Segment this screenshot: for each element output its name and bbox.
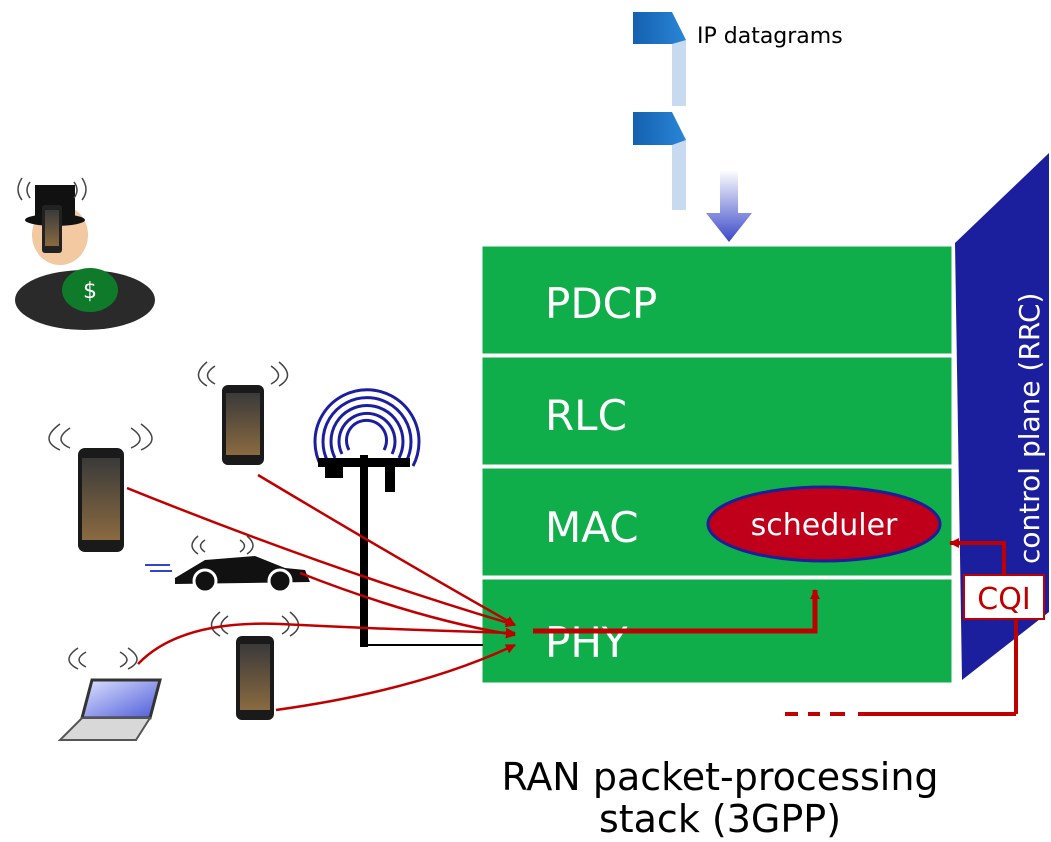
smartphone-icon	[210, 611, 300, 720]
smartphone-icon	[48, 423, 153, 552]
uplink-arrow	[299, 571, 516, 639]
ip-datagrams-label: IP datagrams	[697, 24, 843, 49]
car-icon	[145, 535, 310, 594]
scheduler-ellipse	[706, 485, 942, 563]
scheduler-label: scheduler	[751, 508, 898, 543]
layer-mac-label: MAC	[545, 503, 639, 552]
cqi-box	[963, 574, 1045, 620]
uplink-arrows	[126, 473, 516, 712]
caption-line-2: stack (3GPP)	[599, 797, 841, 841]
layer-phy-label: PHY	[545, 618, 628, 667]
uplink-arrow	[137, 622, 516, 665]
layer-stack: PDCP RLC MAC PHY	[479, 243, 955, 686]
cell-tower-icon	[313, 388, 483, 647]
caption-line-1: RAN packet-processing	[501, 755, 938, 799]
smartphone-icon	[197, 361, 289, 465]
layer-pdcp-label: PDCP	[545, 279, 657, 328]
control-plane-label: control plane (RRC)	[1013, 293, 1046, 564]
datagram-icon	[633, 112, 686, 210]
layer-rlc	[479, 354, 955, 468]
uplink-arrow	[275, 643, 516, 712]
uplink-arrow	[126, 486, 516, 628]
down-arrow-icon	[706, 170, 752, 242]
phy-to-scheduler-path	[533, 589, 820, 634]
uplink-arrow	[257, 473, 516, 627]
svg-text:$: $	[83, 279, 97, 304]
laptop-icon	[57, 647, 162, 741]
radio-waves-icon	[313, 388, 421, 467]
cqi-label: CQI	[977, 582, 1030, 617]
datagram-icon	[633, 12, 686, 106]
layer-rlc-label: RLC	[545, 391, 627, 440]
control-plane-slab	[955, 153, 1049, 680]
layer-pdcp	[479, 243, 955, 357]
cqi-feedback-path	[785, 538, 1018, 716]
monopoly-man-icon: $	[15, 177, 155, 330]
